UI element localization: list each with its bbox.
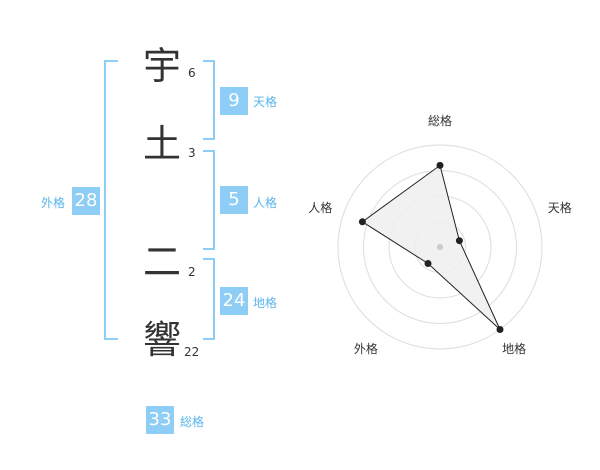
radar-center-dot (437, 244, 443, 250)
name-char-2: 土 (142, 122, 181, 166)
soukaku-badge: 33 (146, 406, 174, 434)
tenkaku-bracket (203, 60, 215, 140)
radar-axis-label-3: 地格 (502, 341, 526, 356)
chikaku-bracket (203, 258, 215, 340)
jinkaku-bracket (203, 150, 215, 250)
chikaku-label: 地格 (253, 296, 278, 310)
name-char-1: 宇 (142, 44, 181, 88)
stroke-count-1: 6 (188, 66, 196, 80)
radar-area (361, 164, 501, 330)
soukaku-label: 総格 (180, 415, 205, 429)
radar-point-5 (358, 218, 366, 226)
tenkaku-badge: 9 (220, 87, 248, 115)
radar-axis-label-1: 総格 (428, 113, 452, 128)
radar-ring-4 (337, 144, 543, 350)
radar-axis-label-5: 人格 (308, 200, 332, 215)
gaikaku-badge: 28 (72, 187, 100, 215)
stroke-count-2: 3 (188, 146, 196, 160)
gaikaku-label: 外格 (41, 196, 66, 210)
jinkaku-label: 人格 (253, 196, 278, 210)
name-char-4: 響 (142, 318, 181, 362)
radar-point-1 (436, 161, 444, 169)
radar-point-3 (496, 326, 504, 333)
gaikaku-bracket (104, 60, 118, 340)
radar-point-4 (424, 260, 432, 267)
chikaku-badge: 24 (220, 287, 248, 315)
radar-axis-label-2: 天格 (548, 200, 572, 215)
jinkaku-badge: 5 (220, 186, 248, 214)
stroke-count-4: 22 (184, 345, 200, 359)
stroke-count-3: 2 (188, 265, 196, 279)
tenkaku-label: 天格 (253, 95, 278, 109)
radar-point-2 (455, 237, 463, 245)
radar-axis-label-4: 外格 (354, 341, 378, 356)
name-char-3: 二 (142, 240, 181, 284)
